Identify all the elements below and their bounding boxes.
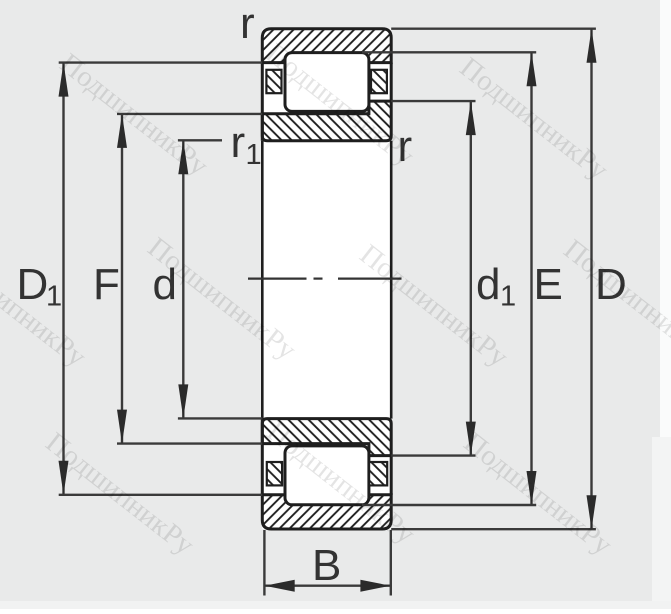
svg-text:D: D [595, 260, 627, 309]
svg-text:E: E [534, 260, 563, 309]
svg-text:1: 1 [246, 139, 262, 171]
svg-text:r: r [398, 122, 413, 171]
svg-text:r: r [240, 0, 255, 48]
svg-text:1: 1 [500, 281, 516, 313]
svg-text:B: B [312, 541, 341, 590]
svg-text:d: d [476, 260, 500, 309]
svg-text:d: d [153, 260, 177, 309]
svg-text:r: r [231, 118, 246, 167]
svg-text:F: F [93, 260, 120, 309]
svg-text:1: 1 [46, 281, 62, 313]
svg-text:D: D [17, 260, 49, 309]
